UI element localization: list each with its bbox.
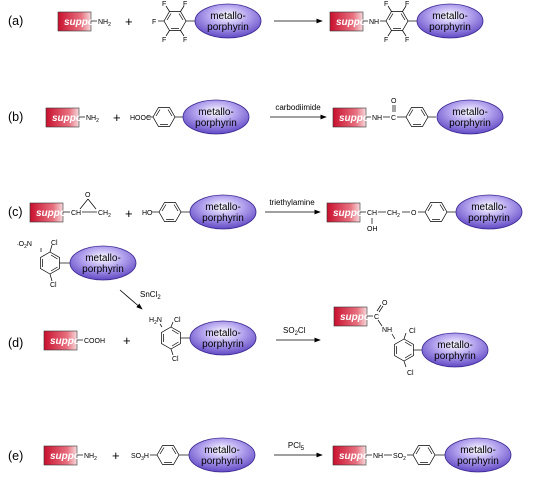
chloro-1: Cl [51,240,58,247]
porphyrin-label: metallo- [452,107,488,118]
epoxide-ch2: CH2 [98,210,111,219]
row-e: (e) support NH2 + SO3H metallo- porphyri… [8,437,512,473]
porphyrin-label: porphyrin [202,213,244,224]
row-label-c: (c) [8,205,23,219]
porphyrin-label: metallo- [205,328,241,339]
carbonyl-c: C [391,115,396,122]
fluoro-p1: F [384,1,388,8]
plus-sign: + [112,448,120,463]
group-ch2: CH2 [387,210,400,219]
support-label: support [50,336,88,347]
support-label: support [340,312,378,323]
reagent-triethylamine: triethylamine [269,198,315,207]
fluoro-3: F [152,19,156,26]
support-label: support [50,451,88,462]
carbonyl-c: C [374,314,379,321]
porphyrin-label: porphyrin [201,456,243,467]
reagent-pcl5: PCl5 [288,441,305,452]
group-cooh: COOH [84,338,105,345]
reagent-carbodiimide: carbodiimide [275,103,321,112]
row-a: (a) support NH2 + F F F F F metallo- por… [8,1,484,44]
row-label-b: (b) [8,110,23,124]
group-so2: SO2 [393,453,406,462]
plus-sign: + [113,110,121,125]
row-label-d: (d) [8,336,23,350]
reagent-sncl2: SnCl2 [140,290,161,301]
support-label: support [336,17,374,28]
group-nh2: NH2 [84,453,97,462]
porphyrin-label: metallo- [198,107,234,118]
group-nh2: H2N [149,317,162,326]
group-nh: NH [382,327,392,334]
porphyrin-label: metallo- [471,202,507,213]
group-nh: NH [372,115,382,122]
support-label: support [52,113,90,124]
plus-sign: + [125,206,133,221]
row-b: (b) support NH2 + HOOC metallo- porphyri… [8,98,504,135]
row-d: (d) support COOH + H2N Cl Cl metallo- po… [8,300,489,377]
group-ch: CH [367,210,377,217]
group-hooc: HOOC [130,115,151,122]
nitro-precursor: -O2N Cl Cl metallo- porphyrin SnCl2 [17,240,161,310]
porphyrin-label: metallo- [204,445,240,456]
support-label: support [339,113,377,124]
porphyrin-label: porphyrin [434,351,476,362]
group-nh2: NH2 [86,115,99,124]
porphyrin-label: metallo- [210,11,246,22]
fluoro-4: F [162,37,166,44]
fluoro-1: F [162,1,166,8]
fluoro-p4: F [405,37,409,44]
chloro-d1: Cl [174,317,181,324]
epoxide-ch: CH [71,210,81,217]
porphyrin-label: metallo- [437,340,473,351]
fluoro-p2: F [405,1,409,8]
fluoro-5: F [183,37,187,44]
carbonyl-o: O [391,98,397,105]
plus-sign: + [123,333,131,348]
porphyrin-label: porphyrin [468,213,510,224]
carbonyl-o: O [382,300,388,307]
support-label: support [64,17,102,28]
porphyrin-label: porphyrin [82,264,124,275]
porphyrin-label: porphyrin [449,118,491,129]
group-so3h: SO3H [131,453,149,462]
support-label: support [339,451,377,462]
reagent-so2cl: SO2Cl [283,326,306,337]
group-ho: HO [142,210,153,217]
chloro-pd2: Cl [407,370,414,377]
porphyrin-label: metallo- [460,445,496,456]
row-label-e: (e) [8,449,23,463]
porphyrin-label: metallo- [205,202,241,213]
chloro-2: Cl [50,282,57,289]
reduction-arrow [119,289,143,310]
plus-sign: + [125,14,133,29]
support-label: support [36,208,74,219]
porphyrin-label: porphyrin [207,22,249,33]
group-no2: -O2N [17,241,32,250]
porphyrin-label: porphyrin [195,118,237,129]
row-label-a: (a) [8,14,23,28]
porphyrin-label: porphyrin [429,22,471,33]
epoxide-o: O [85,192,91,199]
group-nh: NH [369,19,379,26]
row-c: (c) support CH O CH2 + HO metallo- porph… [8,192,523,233]
porphyrin-label: porphyrin [202,339,244,350]
group-nh: NH [373,453,383,460]
support-label: support [333,208,371,219]
ether-o: O [411,210,417,217]
chloro-d2: Cl [172,356,179,363]
group-oh: OH [367,226,378,233]
fluoro-p3: F [384,37,388,44]
porphyrin-label: porphyrin [457,456,499,467]
group-nh2: NH2 [98,19,111,28]
porphyrin-label: metallo- [432,11,468,22]
porphyrin-label: metallo- [85,253,121,264]
fluoro-2: F [183,1,187,8]
chloro-pd1: Cl [409,328,416,335]
